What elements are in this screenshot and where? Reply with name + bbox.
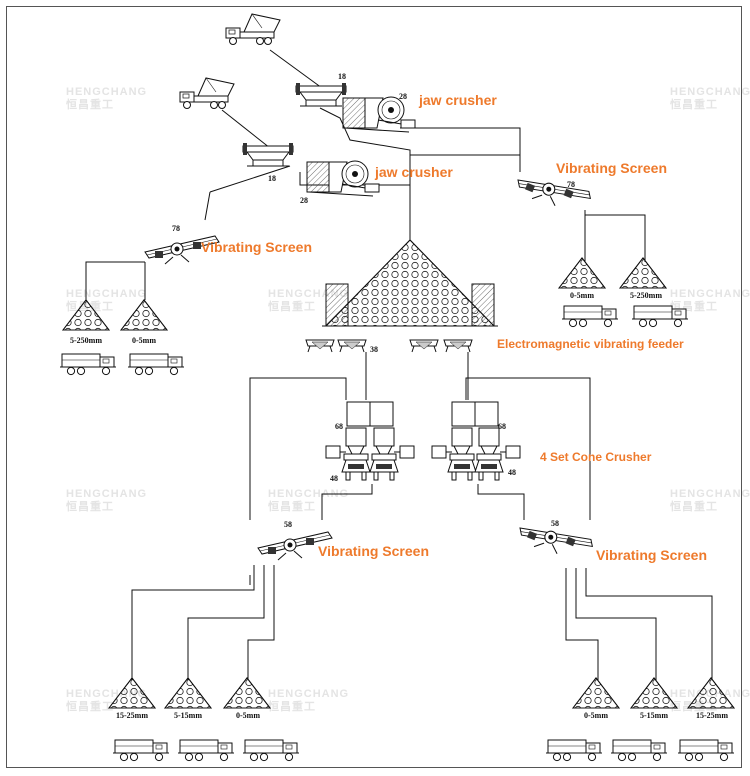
tag-hopper-1: 18 — [338, 72, 346, 81]
cone-crusher-group-right — [431, 401, 521, 481]
pile-left-2 — [120, 299, 168, 331]
pile-label-bottom-right-3: 15-25mm — [696, 711, 728, 720]
truck-left-2 — [127, 353, 185, 376]
label-vibrating-screen-bottom-right: Vibrating Screen — [596, 547, 708, 563]
tag-feeder: 38 — [370, 345, 378, 354]
truck-bottom-right-2 — [610, 739, 668, 762]
pile-bottom-left-1 — [108, 677, 156, 709]
central-stockpile — [322, 239, 498, 327]
pile-label-bottom-left-1: 15-25mm — [116, 711, 148, 720]
pile-label-bottom-right-2: 5-15mm — [640, 711, 668, 720]
label-vibrating-screen-bottom-left: Vibrating Screen — [318, 543, 430, 559]
dump-truck-1 — [225, 13, 281, 45]
tag-screen-bottom-left: 58 — [284, 520, 292, 529]
tag-screen-left: 78 — [172, 224, 180, 233]
pile-label-right-1: 0-5mm — [570, 291, 594, 300]
feeder-1 — [305, 339, 335, 353]
jaw-crusher-2 — [306, 160, 380, 197]
truck-bottom-right-1 — [545, 739, 603, 762]
pile-bottom-left-2 — [164, 677, 212, 709]
label-jaw-crusher-2: jaw crusher — [375, 164, 453, 180]
feeder-lines — [249, 352, 591, 520]
tag-cone-left-base: 48 — [330, 474, 338, 483]
cone-crusher-group-left — [325, 401, 415, 481]
feeder-4 — [443, 339, 473, 353]
pile-bottom-right-2 — [630, 677, 678, 709]
hopper-1 — [295, 82, 347, 107]
pile-label-bottom-left-3: 0-5mm — [236, 711, 260, 720]
feeder-3 — [409, 339, 439, 353]
label-feeder: Electromagnetic vibrating feeder — [497, 337, 684, 351]
truck-right-2 — [631, 305, 689, 328]
hopper-2 — [242, 142, 294, 167]
truck-left-1 — [59, 353, 117, 376]
label-vibrating-screen-top-right: Vibrating Screen — [556, 160, 668, 176]
truck-bottom-left-3 — [242, 739, 300, 762]
screen-discharge-lines — [85, 210, 646, 300]
bottom-distribution-lines — [131, 565, 713, 680]
truck-bottom-left-2 — [177, 739, 235, 762]
pile-label-bottom-left-2: 5-15mm — [174, 711, 202, 720]
feeder-2 — [337, 339, 367, 353]
pile-right-1 — [558, 257, 606, 289]
pile-left-1 — [62, 299, 110, 331]
feed-lines-top — [204, 49, 521, 240]
pile-label-left-2: 0-5mm — [132, 336, 156, 345]
pile-label-right-2: 5-250mm — [630, 291, 662, 300]
tag-cone-right-base: 48 — [508, 468, 516, 477]
tag-cone-left: 68 — [335, 422, 343, 431]
pile-bottom-right-1 — [572, 677, 620, 709]
tag-screen-bottom-right: 58 — [551, 519, 559, 528]
cone-discharge-lines — [321, 484, 525, 520]
label-vibrating-screen-left: Vibrating Screen — [201, 239, 313, 255]
tag-cone-right: 68 — [498, 422, 506, 431]
pile-label-left-1: 5-250mm — [70, 336, 102, 345]
tag-jaw-1: 28 — [399, 92, 407, 101]
truck-bottom-right-3 — [677, 739, 735, 762]
tag-hopper-2: 18 — [268, 174, 276, 183]
truck-right-1 — [561, 305, 619, 328]
pile-label-bottom-right-1: 0-5mm — [584, 711, 608, 720]
tag-screen-right: 78 — [567, 180, 575, 189]
jaw-crusher-1 — [342, 96, 416, 133]
label-jaw-crusher-1: jaw crusher — [419, 92, 497, 108]
pile-bottom-left-3 — [223, 677, 271, 709]
pile-right-2 — [619, 257, 667, 289]
truck-bottom-left-1 — [112, 739, 170, 762]
diagram-frame — [6, 6, 742, 768]
label-cone-crusher: 4 Set Cone Crusher — [540, 450, 652, 464]
tag-jaw-2: 28 — [300, 196, 308, 205]
dump-truck-2 — [179, 77, 235, 109]
pile-bottom-right-3 — [687, 677, 735, 709]
